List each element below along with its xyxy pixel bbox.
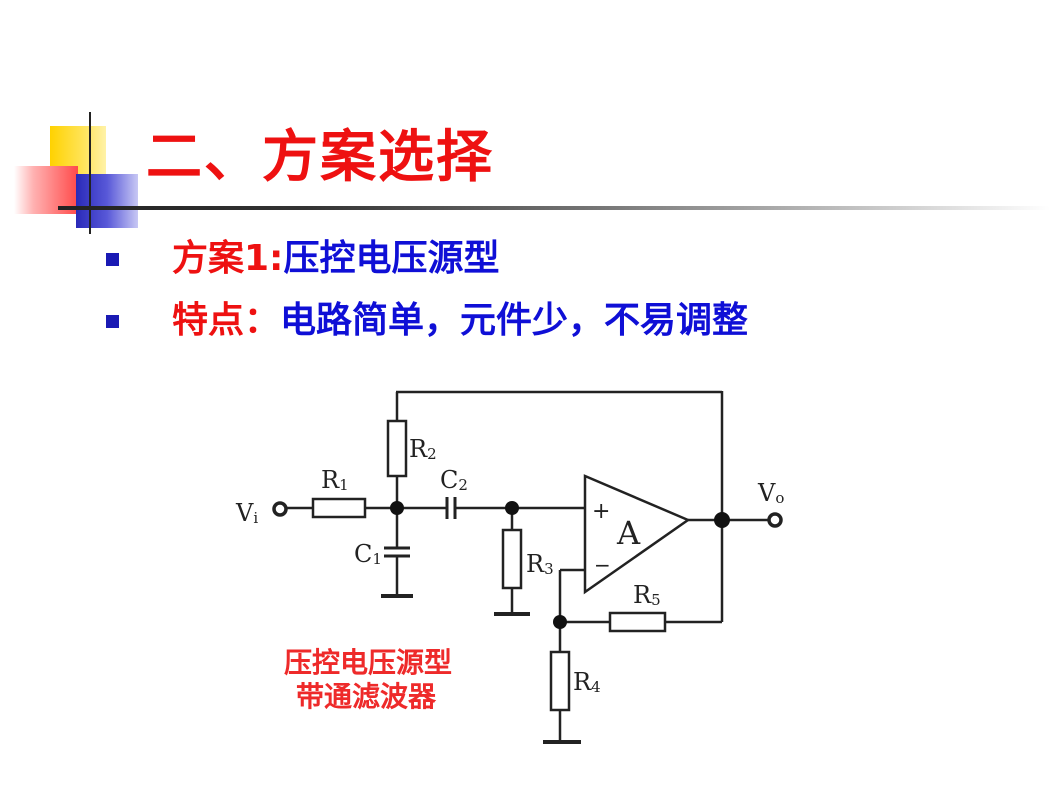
title-decoration-vertical-line (89, 112, 91, 234)
junction-dot (505, 501, 519, 515)
junction-dot (714, 512, 730, 528)
label-r5: R5 (633, 581, 661, 609)
label-r3: R3 (526, 550, 554, 578)
slide-title: 二、方案选择 (146, 124, 494, 190)
label-r2: R2 (409, 435, 437, 463)
opamp-triangle (583, 474, 691, 595)
resistor-r5 (608, 611, 667, 633)
bullet-label: 特点： (172, 300, 281, 341)
caption-line-2: 带通滤波器 (296, 680, 437, 713)
resistor-r4 (549, 650, 571, 712)
output-label: Vo (757, 479, 784, 507)
caption-line-1: 压控电压源型 (284, 646, 452, 679)
bullet-text: 压控电压源型 (283, 238, 500, 279)
bullet-square-icon (106, 315, 119, 328)
resistor-r1 (311, 497, 367, 519)
opamp-plus-sign: + (592, 499, 610, 524)
junction-dot (390, 501, 404, 515)
opamp-label: A (616, 514, 641, 552)
opamp-minus-sign: − (594, 553, 611, 577)
resistor-r2 (386, 419, 408, 478)
input-terminal (272, 501, 288, 517)
input-label: Vi (235, 499, 258, 527)
resistor-r3 (501, 528, 523, 590)
bullet-text: 电路简单，元件少，不易调整 (280, 300, 749, 341)
label-r4: R4 (573, 668, 601, 696)
bullet-label: 方案1: (172, 238, 284, 279)
label-c2: C2 (440, 466, 468, 494)
label-r1: R1 (321, 466, 349, 494)
output-terminal (767, 512, 783, 528)
bullet-square-icon (106, 253, 119, 266)
junction-dot (553, 615, 567, 629)
title-underline (58, 206, 1050, 210)
label-c1: C1 (354, 540, 382, 568)
title-decoration-blue-square (76, 174, 138, 228)
